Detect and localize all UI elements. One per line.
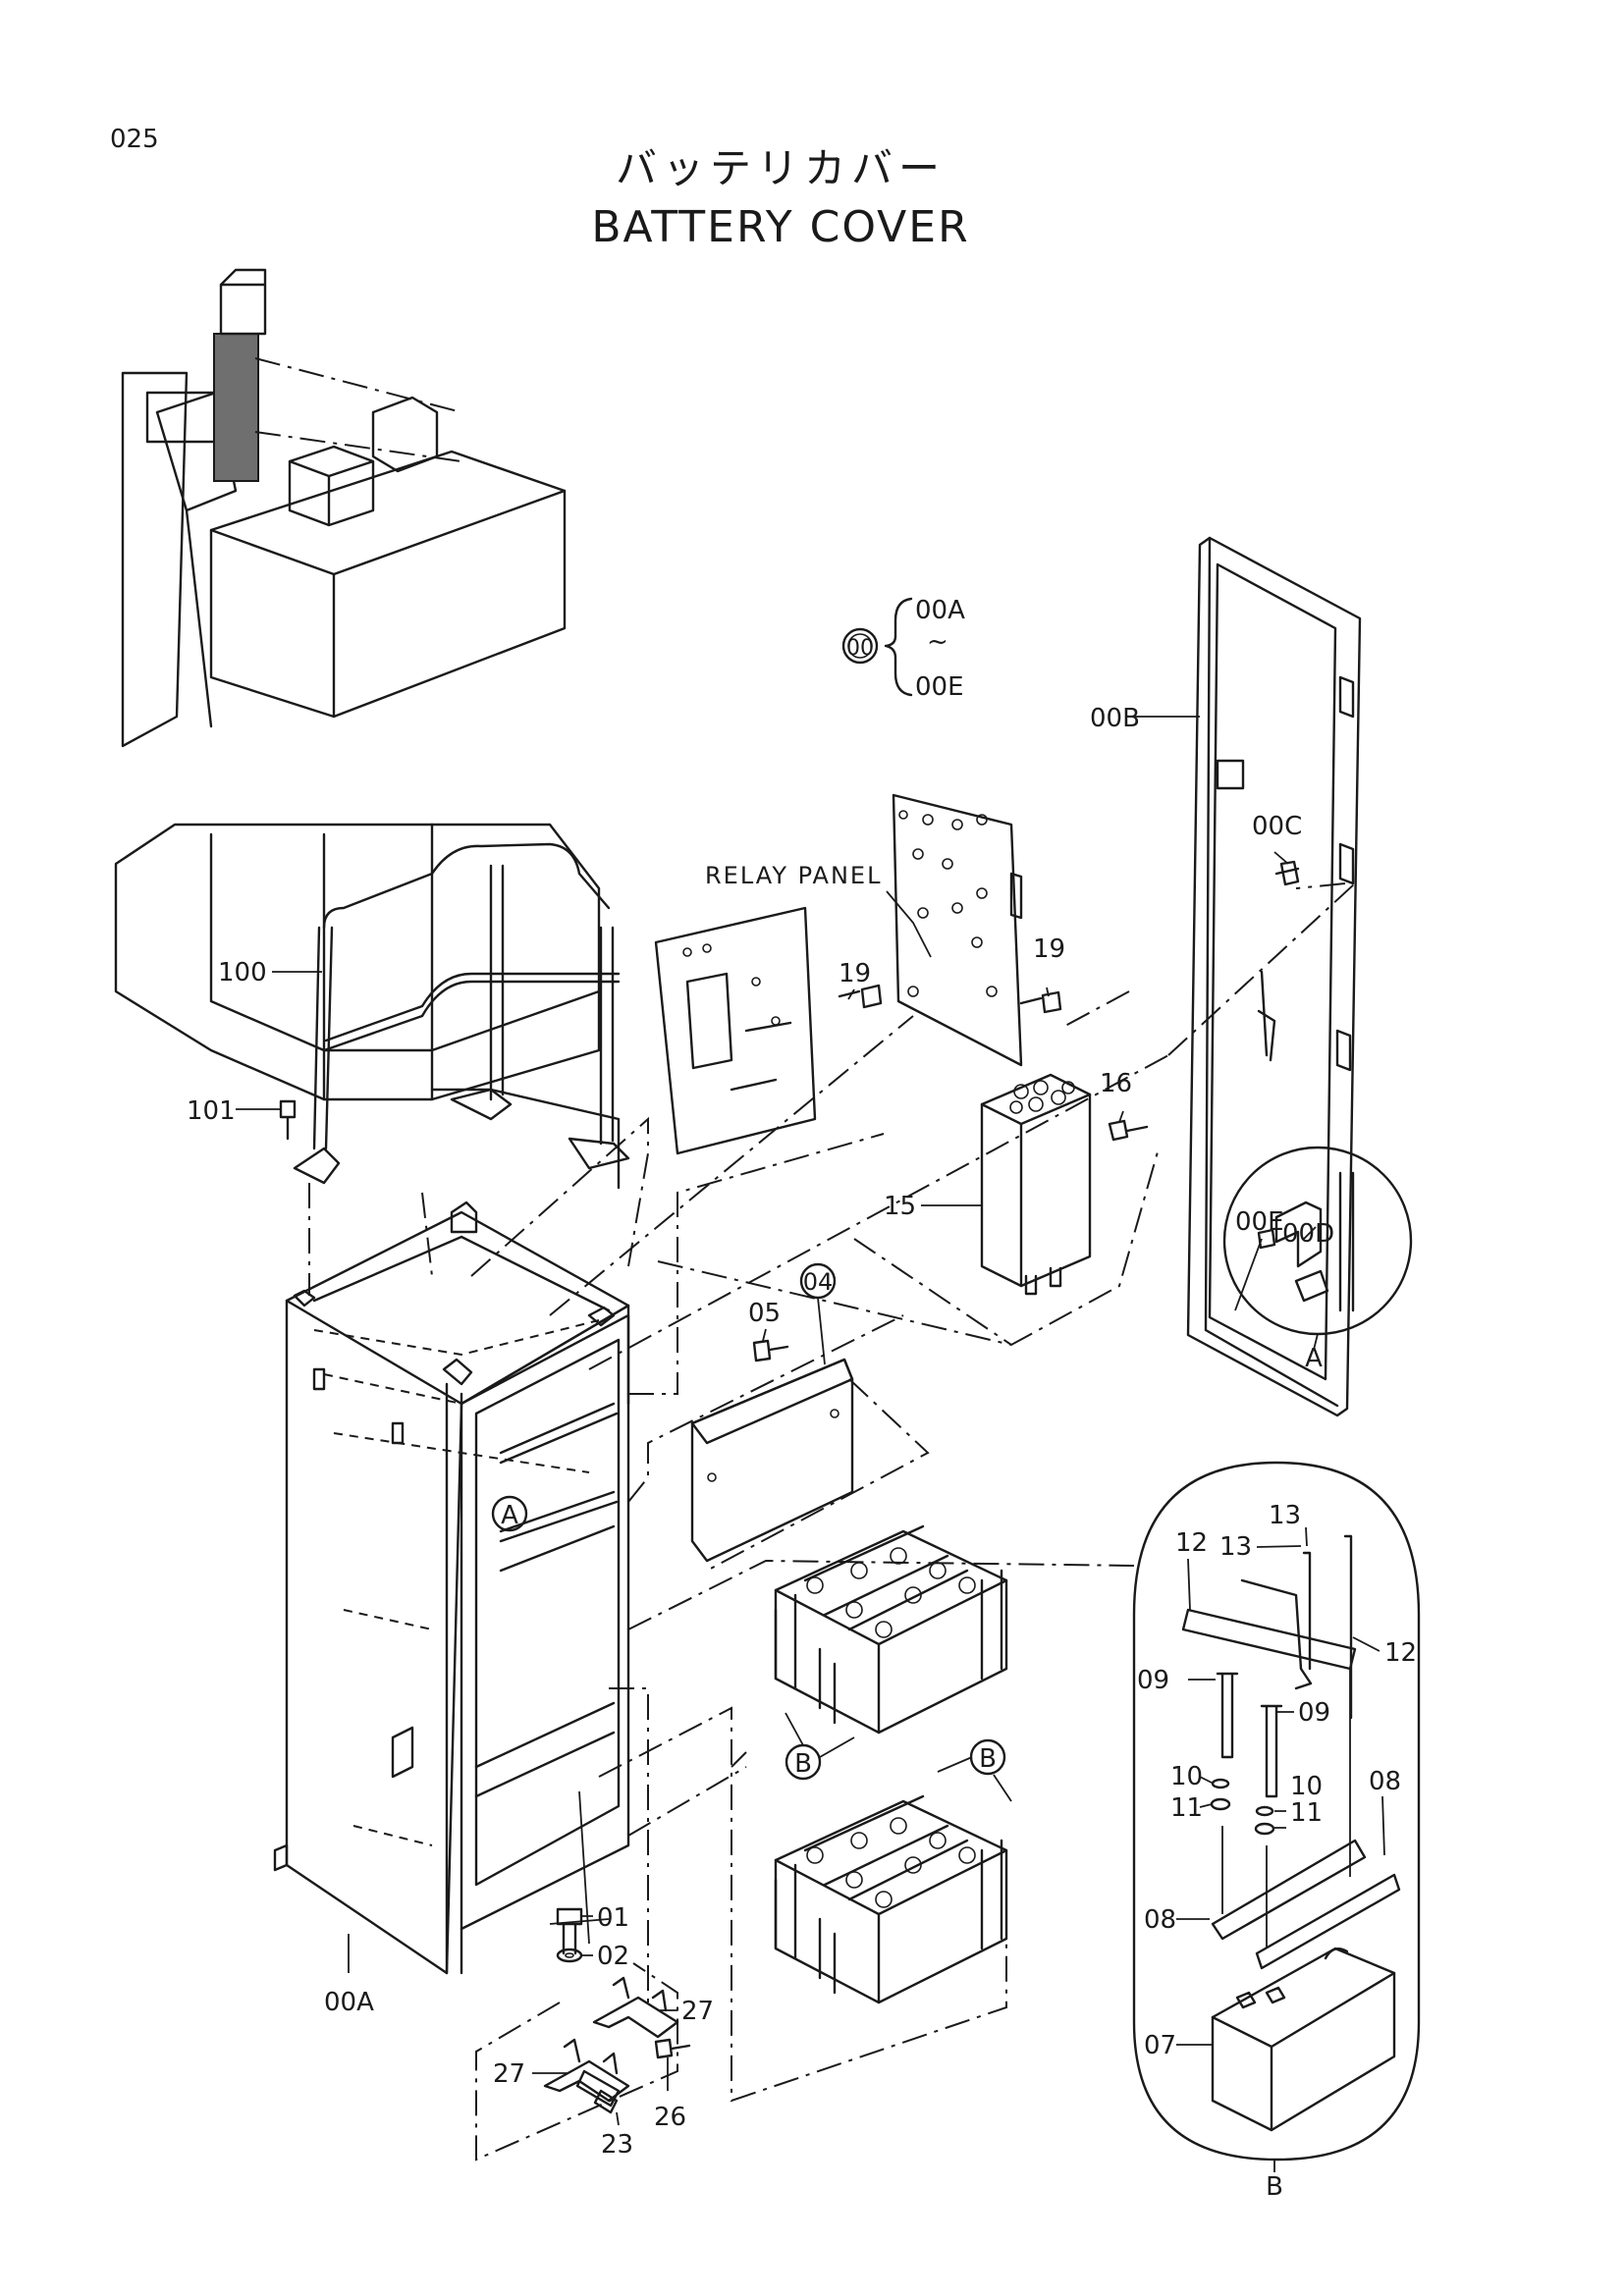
detail-view-b: [1132, 1461, 1421, 2162]
cover-plate: [690, 1358, 854, 1563]
callout-00e: 00E: [1235, 1207, 1284, 1237]
callout-12-right: 12: [1384, 1638, 1417, 1668]
callout-08-left: 08: [1144, 1905, 1176, 1935]
connection-lines: [308, 882, 1356, 2162]
callout-10-left: 10: [1170, 1762, 1203, 1791]
battery-set-lower: [774, 1794, 1008, 2004]
bolt-box-bottom: [556, 1907, 583, 1955]
callout-27-right: 27: [681, 1997, 714, 2026]
callout-00d: 00D: [1282, 1219, 1334, 1249]
washer-box-bottom: [556, 1948, 583, 1963]
callout-27-left: 27: [493, 2059, 525, 2089]
callout-00c: 00C: [1252, 812, 1302, 841]
callout-13-upper: 13: [1269, 1501, 1301, 1530]
callout-19-rear: 19: [1033, 934, 1065, 964]
bolt-relay-box: [1108, 1119, 1149, 1142]
bolt-relay-front: [838, 984, 883, 1009]
set-number-group: 00 00A ~ 00E: [841, 596, 965, 702]
machine-overview: [114, 268, 601, 1101]
callout-08-right: 08: [1369, 1767, 1401, 1796]
view-a-marker-circle: [491, 1495, 528, 1532]
callout-16: 16: [1100, 1069, 1132, 1098]
pin-part: [593, 2089, 619, 2114]
callout-01: 01: [597, 1903, 629, 1933]
callout-101: 101: [187, 1096, 236, 1126]
relay-panel-front: [654, 906, 817, 1155]
callout-26: 26: [654, 2103, 686, 2132]
callout-10-right: 10: [1290, 1772, 1323, 1801]
callout-05: 05: [748, 1299, 781, 1328]
view-b-marker-2: B: [979, 1744, 997, 1774]
bolt-cover-plate: [752, 1339, 789, 1362]
page-title: BATTERY COVER: [591, 202, 969, 252]
callout-09-right: 09: [1298, 1698, 1330, 1728]
bolt-door: [1274, 860, 1300, 886]
view-b-marker-1: B: [794, 1749, 812, 1779]
leader-lines: [236, 716, 1385, 2172]
set-range-first: 00A: [915, 596, 965, 625]
callout-100: 100: [218, 958, 267, 988]
clamp-assembly: [543, 1976, 679, 2108]
callout-11-left: 11: [1170, 1793, 1203, 1823]
battery-set-upper: [774, 1524, 1008, 1735]
callout-00a: 00A: [324, 1988, 374, 2017]
callout-23: 23: [601, 2130, 633, 2160]
page-title-japanese: バッテリカバー: [616, 144, 946, 192]
callout-02: 02: [597, 1942, 629, 1971]
page-number: 025: [110, 125, 159, 154]
relay-panel-label: RELAY PANEL: [705, 862, 882, 889]
view-a-marker: A: [501, 1501, 518, 1530]
bolt-relay-rear: [1019, 990, 1062, 1014]
relay-panel-rear: [892, 793, 1023, 1067]
detail-b-caption: B: [1266, 2172, 1283, 2202]
set-range-last: 00E: [915, 672, 964, 702]
detail-a-caption: A: [1305, 1344, 1323, 1373]
callout-15: 15: [884, 1192, 916, 1221]
set-range-mark: ~: [927, 627, 948, 657]
callout-19-front: 19: [839, 959, 871, 988]
callout-07: 07: [1144, 2031, 1176, 2060]
callout-00b: 00B: [1090, 704, 1140, 733]
callout-13-lower: 13: [1219, 1532, 1252, 1562]
callout-12-left: 12: [1175, 1528, 1208, 1558]
bolt-clamp: [654, 2038, 691, 2059]
handrail: [293, 842, 630, 1190]
callout-04: 04: [803, 1268, 834, 1296]
callout-09-left: 09: [1137, 1666, 1169, 1695]
bolt-handrail: [279, 1099, 297, 1141]
set-number-badge: 00: [846, 636, 874, 661]
battery-box: [273, 1201, 630, 1975]
door-panel: [1186, 536, 1362, 1417]
relay-box: [980, 1073, 1092, 1296]
callout-11-right: 11: [1290, 1798, 1323, 1828]
